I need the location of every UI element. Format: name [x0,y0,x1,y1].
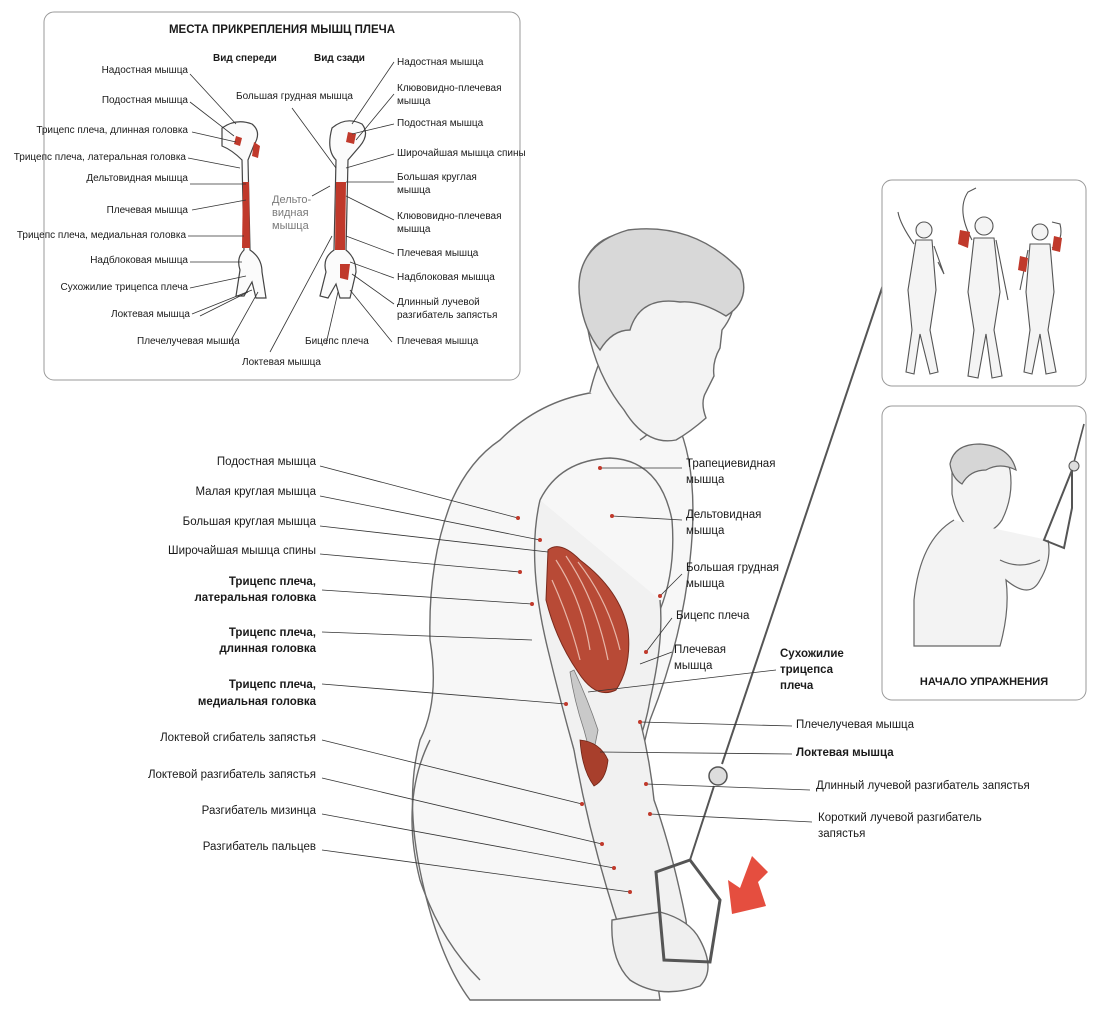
main-left-label: латеральная головка [194,592,316,604]
main-left-label: Трицепс плеча, [228,679,316,691]
center-pectoral-label: Большая грудная мышца [236,91,353,102]
main-right-label: трицепса [780,664,834,676]
main-left-label: Трицепс плеча, [228,627,316,639]
start-cable [1042,423,1085,550]
inset-left-label: Надостная мышца [101,65,188,76]
inset-left-label: Трицепс плеча, латеральная головка [13,152,186,163]
front-view-label: Вид спереди [213,53,277,64]
anatomy-figures [897,187,1062,379]
main-right-label: Дельтовидная [686,509,762,521]
main-right-label: Короткий лучевой разгибатель [818,812,982,824]
start-position-caption: НАЧАЛО УПРАЖНЕНИЯ [919,676,1049,688]
inset-left-label: Сухожилие трицепса плеча [60,282,188,293]
inset-left-label: Трицепс плеча, медиальная головка [16,230,186,241]
main-leader-lines [319,465,813,893]
inset-bottom-label: Бицепс плеча [305,336,369,347]
back-red-attachments [335,132,356,280]
inset-right-label: Длинный лучевой [397,297,480,308]
attachments-title: МЕСТА ПРИКРЕПЛЕНИЯ МЫШЦ ПЛЕЧА [168,24,396,36]
main-left-label: Разгибатель мизинца [201,805,316,817]
attachments-inset-frame [43,11,521,381]
main-leader-dots [516,466,662,894]
deltoid-label-2: видная [272,207,309,219]
inset-right-label: разгибатель запястья [397,310,498,321]
main-right-label: мышца [686,578,725,590]
main-left-label: Широчайшая мышца спины [168,545,316,557]
front-red-attachments [234,136,260,248]
main-right-label: Плечевая [674,644,726,656]
anatomy-figures-red [958,230,1062,272]
inset-left-label: Подостная мышца [101,95,188,106]
inset-leader-lines [187,61,395,353]
inset-right-label: Широчайшая мышца спины [397,148,526,159]
main-right-label: Сухожилие [780,648,844,660]
main-left-label: Локтевой разгибатель запястья [147,769,316,781]
main-left-label: Разгибатель пальцев [202,841,316,853]
main-right-label: плеча [780,680,814,692]
inset-left-label: Трицепс плеча, длинная головка [36,125,188,136]
cable-machine [654,281,885,964]
inset-right-label: Подостная мышца [397,118,484,129]
main-right-label: Плечелучевая мышца [796,719,915,731]
main-left-label: Большая круглая мышца [182,516,316,528]
main-right-label: мышца [686,474,725,486]
main-right-label: Бицепс плеча [676,610,750,622]
inset-right-label: Надблоковая мышца [397,272,495,283]
inset-right-label: мышца [397,96,431,107]
inset-left-label: Локтевая мышца [111,309,190,320]
inset-right-label: мышца [397,224,431,235]
deltoid-label-3: мышца [272,220,309,232]
inset-right-label: Клювовидно-плечевая [397,83,502,94]
main-left-label: медиальная головка [197,696,316,708]
inset-right-label: Клювовидно-плечевая [397,211,502,222]
triceps-muscle [545,546,630,787]
inset-bottom-label: Плечелучевая мышца [137,336,240,347]
inset-left-label: Плечевая мышца [106,205,188,216]
main-right-label: запястья [818,828,866,840]
main-left-label: Малая круглая мышца [195,486,316,498]
start-position-figure [913,443,1050,647]
inset-right-label: мышца [397,185,431,196]
main-right-label: Трапециевидная [686,458,776,470]
inset-right-label: Надостная мышца [397,57,484,68]
main-right-label: Локтевая мышца [796,747,894,759]
back-view-label: Вид сзади [314,53,365,64]
main-right-label: мышца [686,525,725,537]
main-right-label: Длинный лучевой разгибатель запястья [816,780,1030,792]
main-right-label: Большая грудная [686,562,779,574]
main-left-label: Локтевой сгибатель запястья [160,732,316,744]
inset-right-label: Плечевая мышца [397,336,479,347]
main-left-label: Подостная мышца [216,456,316,468]
deltoid-label-1: Дельто- [272,194,312,206]
inset-right-label: Плечевая мышца [397,248,479,259]
inset-left-label: Дельтовидная мышца [86,173,188,184]
main-left-label: длинная головка [219,643,316,655]
inset-bottom-label: Локтевая мышца [242,357,321,368]
main-left-label: Трицепс плеча, [228,576,316,588]
push-down-arrow [728,856,768,914]
inset-right-label: Большая круглая [397,172,477,183]
main-right-label: мышца [674,660,713,672]
inset-left-label: Надблоковая мышца [90,255,188,266]
